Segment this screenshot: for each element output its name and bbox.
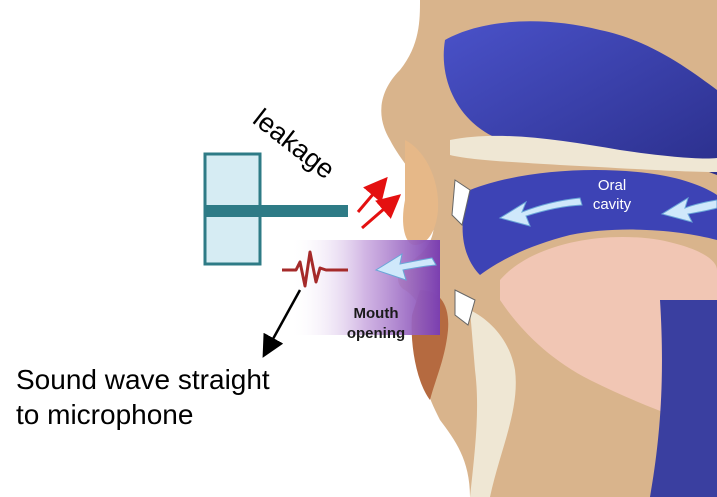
leak-arrows	[358, 186, 392, 228]
mouth-opening-label-line2: opening	[341, 324, 411, 344]
oral-cavity-label-line1: Oral	[582, 176, 642, 195]
oral-cavity-label-line2: cavity	[582, 195, 642, 214]
leak-arrow-1	[358, 186, 380, 212]
mouth-opening-label-line1: Mouth	[341, 304, 411, 324]
microphone-stem	[205, 205, 348, 217]
leak-arrow-2	[362, 202, 392, 228]
caption-line1: Sound wave straight	[16, 362, 336, 397]
caption-line2: to microphone	[16, 397, 336, 432]
mouth-opening-label: Mouth opening	[341, 304, 411, 344]
sound-wave-caption: Sound wave straight to microphone	[16, 362, 336, 432]
oral-cavity-label: Oral cavity	[582, 176, 642, 214]
